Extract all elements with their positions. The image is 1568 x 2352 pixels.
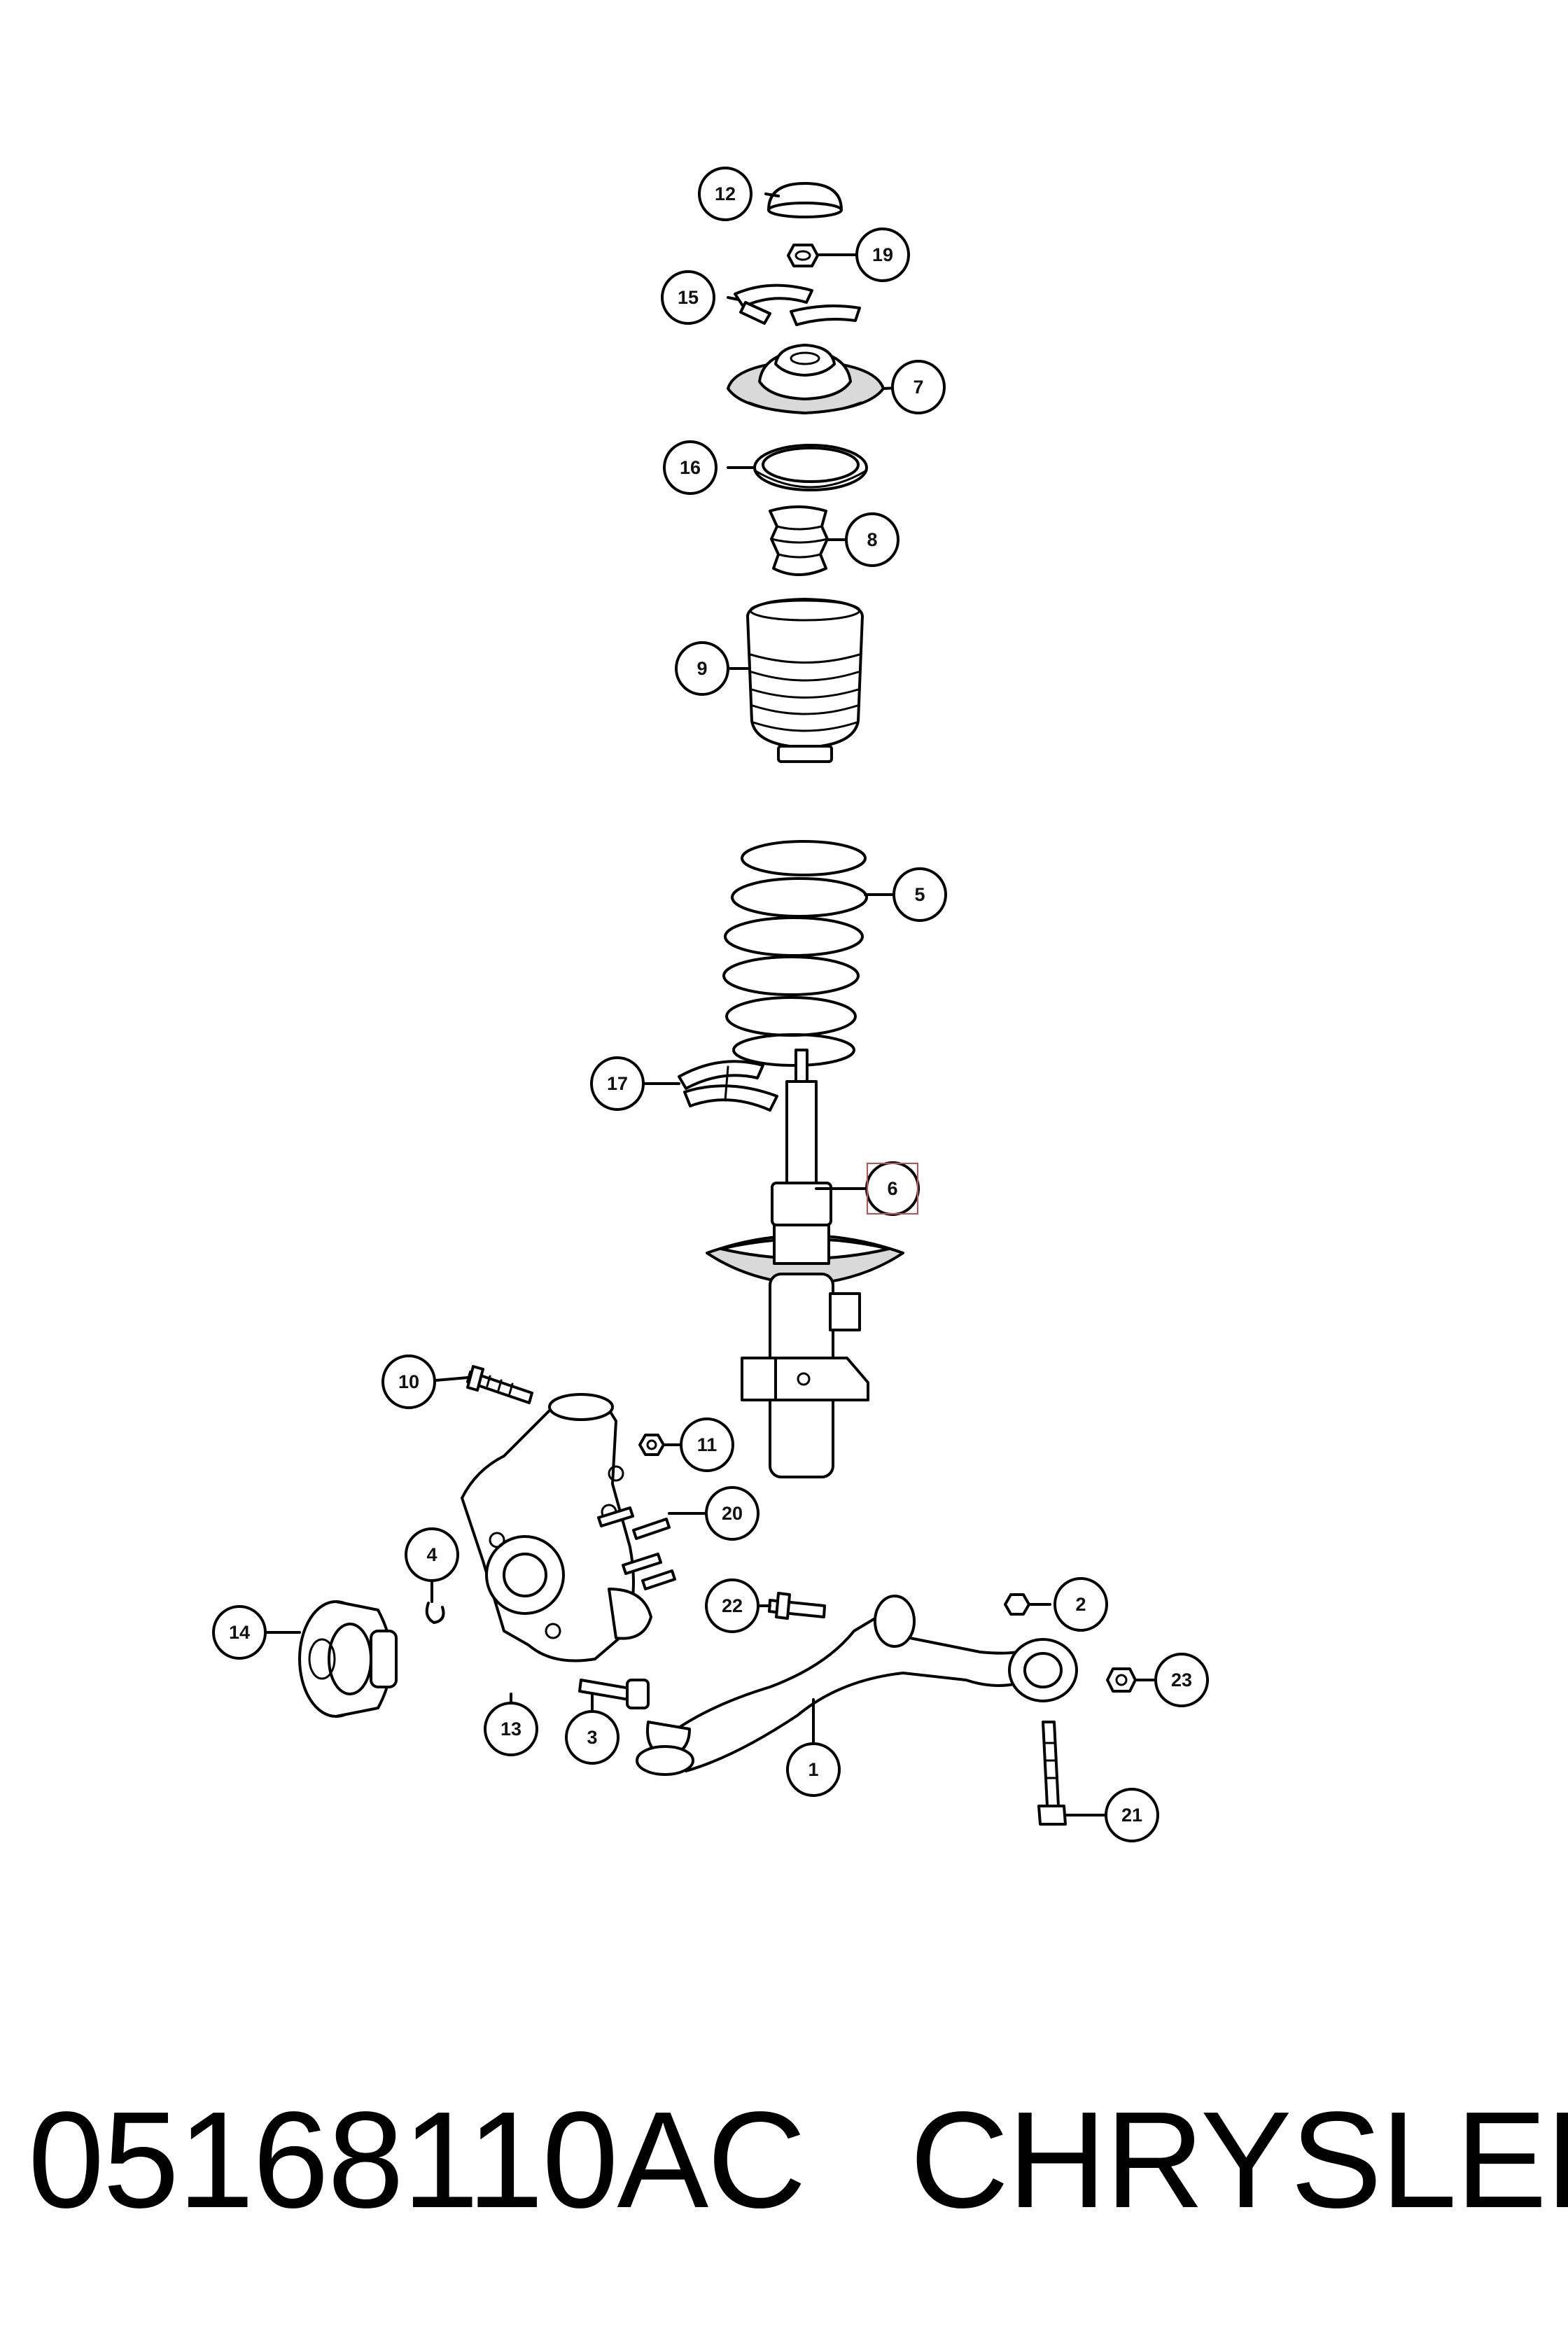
- callout-16[interactable]: 16: [663, 440, 718, 495]
- callout-17[interactable]: 17: [590, 1056, 645, 1111]
- callout-21-label: 21: [1121, 1805, 1142, 1826]
- part-2-nut: [1004, 1593, 1030, 1616]
- callout-17-label: 17: [607, 1073, 628, 1094]
- callout-9-label: 9: [696, 658, 707, 679]
- callout-13-label: 13: [500, 1718, 522, 1740]
- callout-2[interactable]: 2: [1054, 1577, 1108, 1632]
- callout-11-label: 11: [697, 1434, 718, 1455]
- part-20-bolts: [597, 1506, 676, 1590]
- leader-lines: [263, 192, 1156, 1816]
- part-9-dust-boot: [746, 598, 864, 763]
- callout-19-label: 19: [872, 244, 893, 265]
- part-6-strut-assembly: [706, 1049, 904, 1478]
- part-caption: 05168110AC CHRYSLER: [28, 2072, 1568, 2247]
- callout-13[interactable]: 13: [484, 1702, 538, 1756]
- part-23-nut: [1106, 1667, 1137, 1693]
- callout-3[interactable]: 3: [565, 1710, 620, 1765]
- callout-22-label: 22: [722, 1595, 743, 1616]
- callout-5-label: 5: [914, 884, 925, 905]
- part-17-spring-isolator: [678, 1060, 778, 1112]
- callout-16-label: 16: [680, 457, 701, 478]
- callout-22[interactable]: 22: [705, 1578, 760, 1633]
- callout-4-label: 4: [426, 1544, 437, 1565]
- part-8-jounce-bumper: [769, 505, 829, 576]
- callout-20-label: 20: [722, 1503, 743, 1524]
- callout-14-label: 14: [229, 1622, 250, 1643]
- part-5-coil-spring: [722, 840, 868, 1067]
- callout-5[interactable]: 5: [892, 867, 947, 922]
- callout-23-label: 23: [1171, 1670, 1192, 1690]
- callout-12[interactable]: 12: [698, 167, 752, 221]
- callout-7[interactable]: 7: [891, 360, 946, 414]
- callout-11[interactable]: 11: [680, 1418, 734, 1472]
- part-12-dust-cap: [767, 182, 843, 218]
- part-3-bolt: [578, 1679, 650, 1709]
- part-11-nut: [638, 1434, 665, 1456]
- callout-8[interactable]: 8: [845, 512, 899, 567]
- callout-6-label: 6: [887, 1178, 897, 1199]
- part-16-bearing: [753, 444, 868, 491]
- callout-14[interactable]: 14: [212, 1605, 267, 1660]
- callout-6-highlighted[interactable]: 6: [865, 1161, 920, 1216]
- part-22-bolt: [768, 1592, 826, 1620]
- callout-6-highlight-frame: [867, 1163, 918, 1214]
- part-1-lower-control-arm: [636, 1595, 1078, 1776]
- part-4-clip: [425, 1602, 445, 1625]
- callout-2-label: 2: [1075, 1594, 1086, 1615]
- callout-10[interactable]: 10: [382, 1354, 436, 1409]
- callout-23[interactable]: 23: [1154, 1653, 1209, 1707]
- callout-8-label: 8: [867, 529, 877, 550]
- part-13-steering-knuckle: [461, 1393, 652, 1662]
- callout-3-label: 3: [587, 1727, 597, 1748]
- brand-name: CHRYSLER: [909, 2082, 1568, 2236]
- callout-19[interactable]: 19: [855, 227, 910, 282]
- callout-20[interactable]: 20: [705, 1486, 760, 1541]
- callout-15[interactable]: 15: [661, 270, 715, 325]
- part-15-retainer-clips: [734, 284, 861, 326]
- part-14-hub-bearing: [298, 1600, 398, 1718]
- part-7-strut-mount: [727, 344, 885, 414]
- part-19-nut: [787, 244, 819, 267]
- callout-4[interactable]: 4: [405, 1527, 459, 1582]
- callout-21[interactable]: 21: [1105, 1788, 1159, 1842]
- callout-12-label: 12: [715, 183, 736, 204]
- part-10-bolt: [466, 1365, 533, 1404]
- callout-15-label: 15: [678, 287, 699, 308]
- callout-10-label: 10: [398, 1371, 419, 1392]
- callout-7-label: 7: [913, 377, 923, 398]
- callout-1[interactable]: 1: [786, 1742, 841, 1797]
- part-21-bolt: [1037, 1721, 1067, 1826]
- callout-9[interactable]: 9: [675, 641, 729, 696]
- callout-1-label: 1: [808, 1759, 818, 1780]
- part-number: 05168110AC: [28, 2082, 806, 2236]
